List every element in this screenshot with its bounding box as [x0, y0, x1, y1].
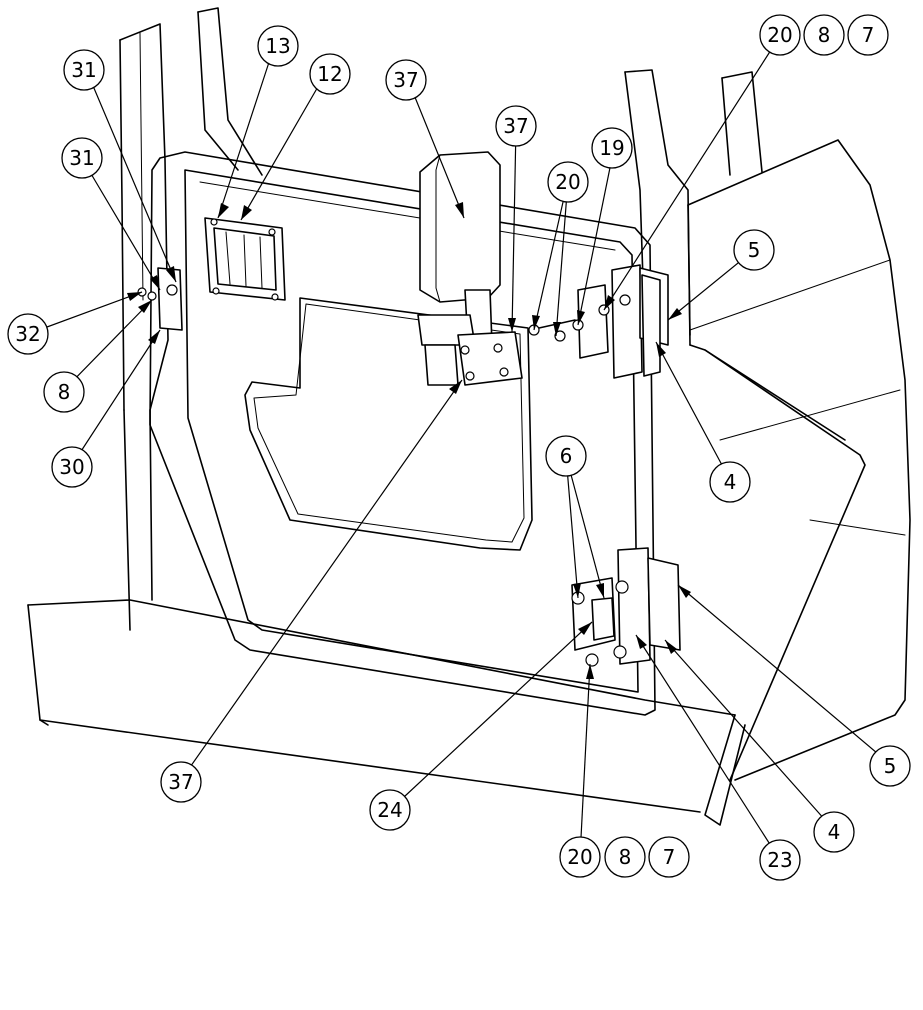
callout-19: 19	[591, 127, 633, 169]
callout-7-top: 7	[847, 14, 889, 56]
svg-text:5: 5	[748, 238, 761, 262]
callout-8-top: 8	[803, 14, 845, 56]
svg-text:37: 37	[168, 770, 193, 794]
callout-37-bottom: 37	[160, 761, 202, 803]
leader-lines	[27, 35, 891, 861]
svg-text:20: 20	[567, 845, 592, 869]
svg-text:8: 8	[818, 23, 831, 47]
callout-12: 12	[309, 53, 351, 95]
body-frame	[27, 7, 911, 826]
svg-text:37: 37	[503, 114, 528, 138]
callout-23: 23	[759, 839, 801, 881]
svg-text:7: 7	[663, 845, 676, 869]
upper-hinge	[528, 264, 669, 379]
callout-37-right: 37	[495, 105, 537, 147]
svg-text:31: 31	[69, 146, 94, 170]
callout-20-bottom: 20	[559, 836, 601, 878]
callout-6: 6	[545, 435, 587, 477]
callout-20-top: 20	[759, 14, 801, 56]
svg-text:8: 8	[619, 845, 632, 869]
callout-4-top: 4	[709, 461, 751, 503]
door	[137, 151, 656, 716]
callout-8-left: 8	[43, 371, 85, 413]
svg-text:8: 8	[58, 380, 71, 404]
callout-31-upper: 31	[63, 49, 105, 91]
svg-text:13: 13	[265, 34, 290, 58]
svg-text:6: 6	[560, 444, 573, 468]
svg-text:20: 20	[555, 170, 580, 194]
callout-13: 13	[257, 25, 299, 67]
callout-balloons: 13 12 31 31 32 8 30 37 37 37 20 19 20 8 …	[7, 14, 911, 881]
svg-text:5: 5	[884, 754, 897, 778]
svg-text:20: 20	[767, 23, 792, 47]
svg-text:31: 31	[71, 58, 96, 82]
callout-32: 32	[7, 313, 49, 355]
mirror-assembly	[417, 151, 523, 386]
svg-text:4: 4	[828, 820, 841, 844]
svg-text:4: 4	[724, 470, 737, 494]
svg-text:30: 30	[59, 455, 84, 479]
svg-text:12: 12	[317, 62, 342, 86]
callout-5-top: 5	[733, 229, 775, 271]
svg-text:37: 37	[393, 68, 418, 92]
svg-text:24: 24	[377, 798, 402, 822]
callout-20-middle: 20	[547, 161, 589, 203]
callout-4-bottom: 4	[813, 811, 855, 853]
callout-30: 30	[51, 446, 93, 488]
callout-24: 24	[369, 789, 411, 831]
lower-hinge	[571, 547, 681, 667]
svg-text:19: 19	[599, 136, 624, 160]
callout-7-bottom: 7	[648, 836, 690, 878]
callout-37-top: 37	[385, 59, 427, 101]
callout-5-bottom: 5	[869, 745, 911, 787]
svg-text:32: 32	[15, 322, 40, 346]
callout-8-bottom: 8	[604, 836, 646, 878]
svg-text:7: 7	[862, 23, 875, 47]
callout-31-lower: 31	[61, 137, 103, 179]
svg-text:23: 23	[767, 848, 792, 872]
